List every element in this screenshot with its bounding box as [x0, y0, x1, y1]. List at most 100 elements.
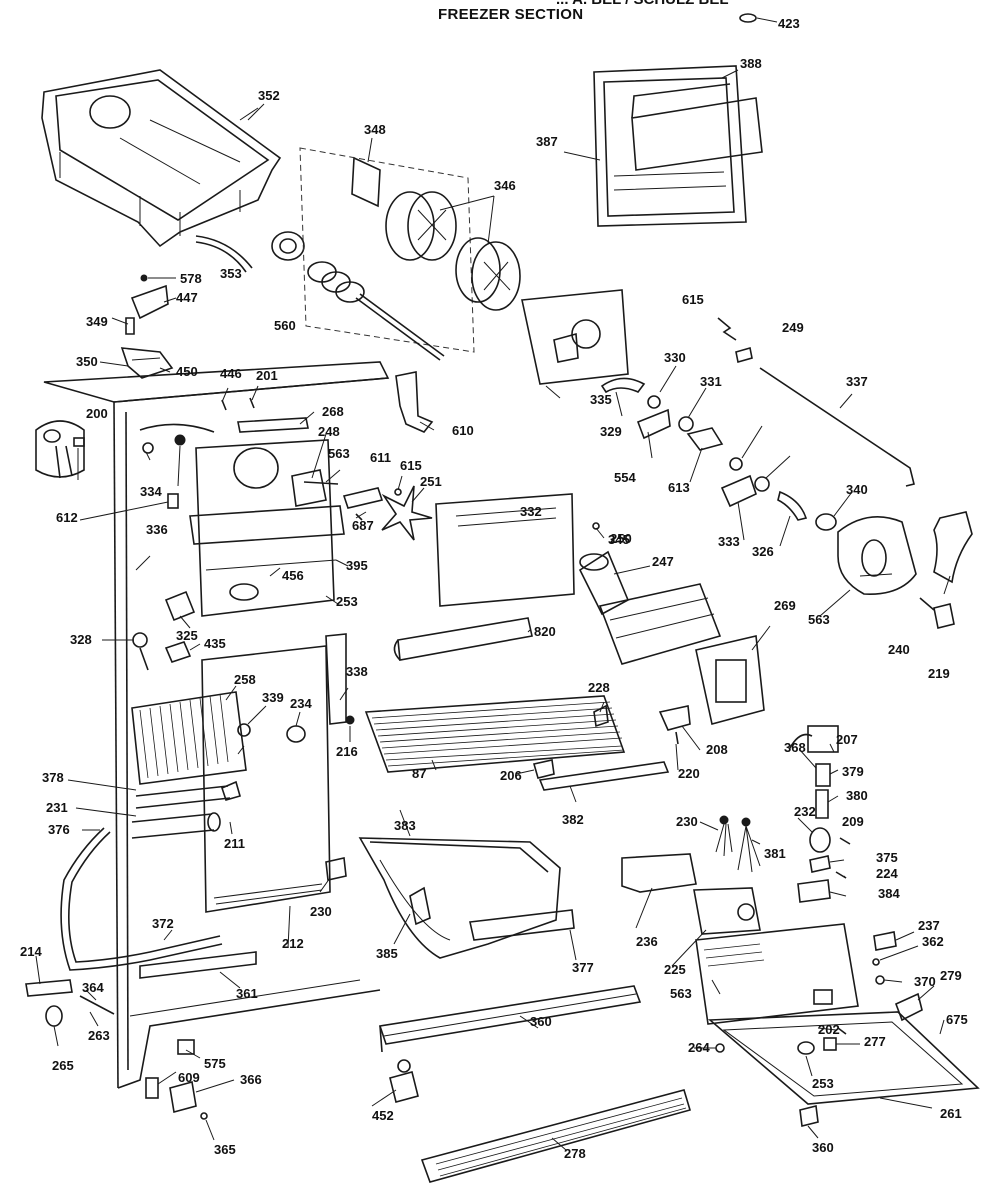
- part-label-383: 383: [394, 818, 416, 833]
- part-label-611: 611: [370, 450, 391, 465]
- part-label-206: 206: [500, 768, 522, 783]
- part-423: [739, 13, 778, 23]
- part-label-381: 381: [764, 846, 786, 861]
- part-label-613: 613: [668, 480, 690, 495]
- part-label-361: 361: [236, 986, 258, 1001]
- part-label-230: 230: [310, 904, 332, 919]
- part-333-arm: [686, 427, 724, 451]
- part-609: [177, 1039, 195, 1055]
- part-label-563: 563: [670, 986, 692, 1001]
- part-label-212: 212: [282, 936, 304, 951]
- part-label-264: 264: [688, 1040, 710, 1055]
- part-label-200: 200: [86, 406, 108, 421]
- section-title: FREEZER SECTION: [438, 6, 584, 23]
- part-234: [237, 723, 251, 737]
- part-label-362: 362: [922, 934, 944, 949]
- part-578-screw: [140, 274, 176, 282]
- part-231: [532, 759, 555, 779]
- part-277-rail: [378, 985, 642, 1053]
- part-263: [79, 995, 115, 1015]
- part-label-615: 615: [682, 292, 704, 307]
- part-label-337: 337: [846, 374, 868, 389]
- part-label-326: 326: [752, 544, 774, 559]
- part-450-446: [120, 347, 174, 379]
- part-613-fan-blade: [381, 485, 433, 541]
- part-label-207: 207: [836, 732, 858, 747]
- part-label-382: 382: [562, 812, 584, 827]
- part-366: [823, 1037, 837, 1051]
- part-452: [145, 1077, 159, 1099]
- part-288-grille: [420, 1089, 692, 1183]
- part-379-solenoid: [807, 725, 839, 753]
- part-label-384: 384: [878, 886, 900, 901]
- part-361-housing: [695, 923, 859, 1025]
- part-353: [195, 235, 253, 273]
- part-label-225: 225: [664, 962, 686, 977]
- part-253-screw: [715, 1043, 725, 1053]
- part-387-door-frame: [593, 65, 747, 227]
- part-384: [809, 855, 831, 873]
- part-label-385: 385: [376, 946, 398, 961]
- part-380-plunger: [815, 763, 831, 787]
- part-224-225-drain-hose: [60, 827, 223, 971]
- part-250-evaporator-cover: [189, 439, 345, 617]
- part-label-338: 338: [346, 664, 368, 679]
- part-label-250: 250: [610, 531, 632, 546]
- part-label-350: 350: [76, 354, 98, 369]
- part-label-370: 370: [914, 974, 936, 989]
- part-label-279: 279: [940, 968, 962, 983]
- part-201-200-marks: [221, 397, 255, 411]
- part-364: [894, 992, 923, 1022]
- part-216: [325, 633, 347, 725]
- part-220: [286, 725, 306, 743]
- part-382: [815, 789, 829, 819]
- part-label-447: 447: [176, 290, 198, 305]
- part-label-345: 345: [608, 532, 630, 547]
- part-label-332: 332: [520, 504, 542, 519]
- part-375: [737, 817, 761, 873]
- part-label-379: 379: [842, 764, 864, 779]
- part-258-shelf: [393, 617, 533, 661]
- part-label-375: 375: [876, 850, 898, 865]
- part-label-269: 269: [774, 598, 796, 613]
- part-348: [299, 147, 475, 353]
- part-label-231: 231: [46, 800, 68, 815]
- part-label-87: 87: [412, 766, 426, 781]
- part-label-211: 211: [224, 836, 245, 851]
- part-label-234: 234: [290, 696, 312, 711]
- part-label-247: 247: [652, 554, 674, 569]
- part-362: [873, 931, 897, 951]
- part-212-handle: [469, 909, 575, 941]
- part-352-ice-bucket: [41, 69, 282, 248]
- part-328: [933, 511, 973, 584]
- part-label-253: 253: [812, 1076, 834, 1091]
- part-381: [839, 837, 851, 845]
- part-label-378: 378: [42, 770, 64, 785]
- part-label-452: 452: [372, 1108, 394, 1123]
- part-206-wire-shelf: [364, 695, 626, 773]
- part-339: [919, 597, 935, 611]
- part-395-panel: [435, 493, 575, 607]
- part-611: [139, 423, 215, 454]
- part-346-auger: [385, 191, 521, 311]
- part-261: [169, 1080, 197, 1114]
- part-675: [875, 975, 885, 985]
- part-label-277: 277: [864, 1034, 886, 1049]
- part-87: [675, 731, 679, 745]
- part-label-265: 265: [52, 1058, 74, 1073]
- part-label-423: 423: [778, 16, 800, 31]
- part-label-380: 380: [846, 788, 868, 803]
- part-label-575: 575: [204, 1056, 226, 1071]
- part-209-rail: [538, 761, 670, 791]
- part-label-456: 456: [282, 568, 304, 583]
- part-label-214: 214: [20, 944, 42, 959]
- part-268-lamp-socket: [35, 420, 85, 479]
- part-label-609: 609: [178, 1070, 200, 1085]
- part-349: [271, 231, 305, 261]
- leader-lines: [35, 69, 951, 1151]
- part-236: [325, 857, 347, 881]
- part-360-pan: [707, 1011, 980, 1105]
- part-label-251: 251: [420, 474, 442, 489]
